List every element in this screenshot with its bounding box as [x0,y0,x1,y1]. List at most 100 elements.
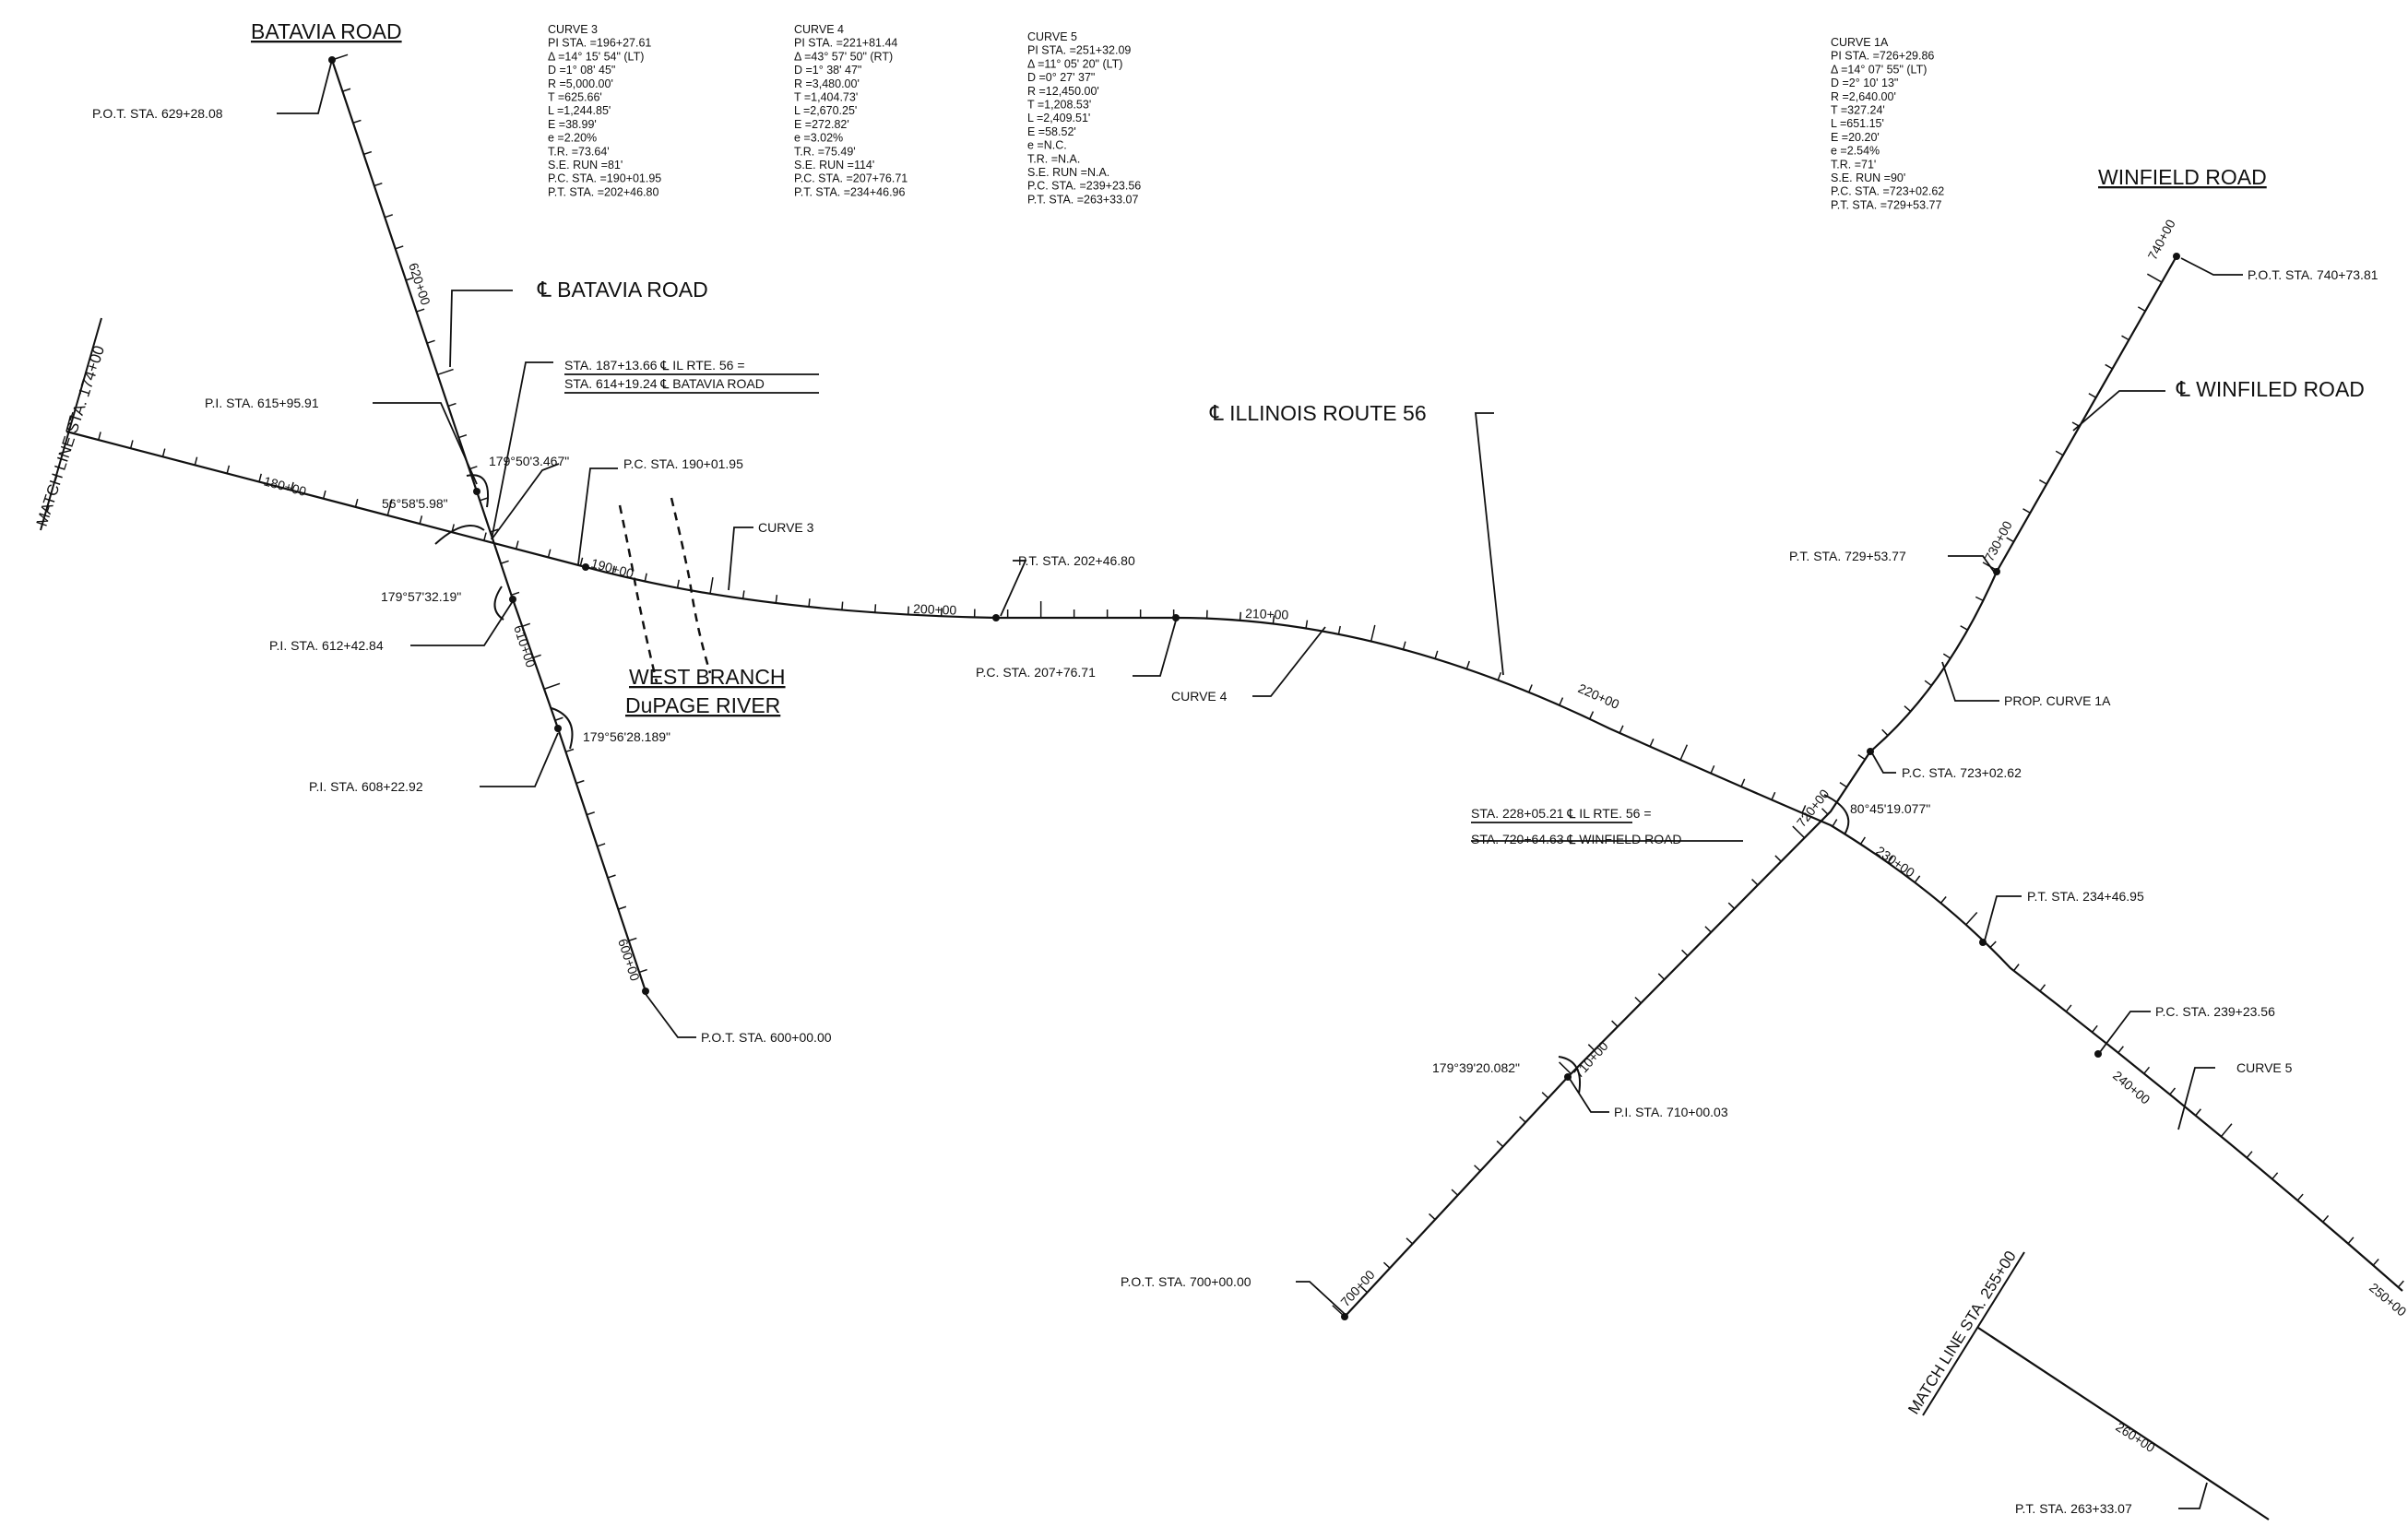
station-200: 200+00 [913,601,957,618]
station-tick [2372,1258,2379,1266]
curve-table-line: Δ =11° 05' 20" (LT) [1027,57,1122,70]
station-tick [98,432,101,441]
curve-table-line: S.E. RUN =81' [548,159,623,172]
pc-207-point [1172,614,1180,621]
callout-pot-700: P.O.T. STA. 700+00.00 [1121,1274,1251,1289]
curve-table-line: P.C. STA. =239+23.56 [1027,180,1141,193]
station-tick [1360,1285,1369,1294]
station-730: 730+00 [1982,518,2015,563]
curve-table-line: T.R. =75.49' [794,145,856,158]
station-tick [1740,778,1746,787]
curve-table-line: e =2.54% [1831,145,1880,158]
curve-table-line: D =1° 38' 47" [794,64,861,77]
station-tick [511,591,520,597]
station-tick [2088,393,2097,398]
station-tick [2296,1193,2304,1201]
station-tick [342,88,351,92]
curve-table-line: P.T. STA. =202+46.80 [548,185,659,198]
station-tick [607,874,616,879]
station-tick [741,590,745,599]
curve-table-line: Δ =14° 15' 54" (LT) [548,50,644,63]
station-tick [1821,808,1829,815]
station-tick [1939,895,1947,904]
curve-table-line: S.E. RUN =N.A. [1027,166,1109,179]
match-line-left-label: MATCH LINE STA. 174+00 [33,344,108,529]
curve-table-line: E =20.20' [1831,131,1880,144]
curve-table-line: E =38.99' [548,118,597,131]
station-tick [386,499,393,516]
pt-729-point [1993,568,2000,575]
station-tick [480,497,489,502]
callout-curve-4: CURVE 4 [1171,689,1228,704]
station-tick [1559,697,1564,706]
station-tick [1337,625,1341,634]
station-ticks [65,53,2404,1318]
station-tick [2146,273,2163,283]
station-tick [1519,1116,1526,1123]
station-tick [447,402,457,408]
station-tick [437,368,454,376]
station-tick [2012,964,2020,972]
station-tick [1832,819,1838,827]
curve-table-line: CURVE 4 [794,23,844,36]
station-tick [775,595,778,604]
station-tick [2039,984,2046,992]
curve-table-line: e =2.20% [548,132,597,145]
station-tick [2322,1214,2330,1223]
curve-table-line: P.C. STA. =207+76.71 [794,172,907,185]
callout-pc-190: P.C. STA. 190+01.95 [623,456,743,471]
curve-table-line: e =3.02% [794,132,843,145]
station-tick [1989,941,1997,949]
station-tick [2022,508,2031,514]
river-lines [618,497,712,683]
station-tick [2038,479,2047,485]
river-name-line1: WEST BRANCH [629,665,786,689]
station-tick [2195,1108,2201,1117]
callout-curve-3: CURVE 3 [758,520,814,535]
station-tick [841,601,844,610]
station-tick [515,540,519,550]
curve-table-line: P.T. STA. =729+53.77 [1831,198,1942,211]
station-tick [2055,450,2064,456]
curve-table-line: P.T. STA. =234+46.96 [794,185,906,198]
station-tick [2169,1087,2177,1095]
curve-table-line: S.E. RUN =114' [794,159,874,172]
station-260: 260+00 [2113,1419,2157,1455]
callout-pot-600: P.O.T. STA. 600+00.00 [701,1030,832,1045]
station-220: 220+00 [1576,680,1622,712]
callout-pc-723: P.C. STA. 723+02.62 [1902,765,2022,780]
station-tick [258,473,262,482]
station-tick [1887,855,1893,864]
station-tick [354,498,359,508]
callout-prop-curve-1a: PROP. CURVE 1A [2004,693,2111,708]
station-tick [161,448,166,457]
station-tick [426,339,435,344]
station-tick [1710,765,1715,774]
station-tick [1451,1189,1459,1196]
route-56-centerline [65,430,2403,1292]
station-tick [1559,1061,1572,1075]
curve-table-line: CURVE 1A [1831,36,1889,49]
station-tick [395,245,404,250]
station-tick [1681,949,1689,957]
curve-table-line: L =2,409.51' [1027,112,1090,124]
station-tick [2137,306,2146,313]
angle-label-a2: 56°58'5.98" [382,496,448,511]
station-180: 180+00 [262,473,308,499]
match-line-right-label: MATCH LINE STA. 255+00 [1904,1248,2020,1417]
callout-pi-710: P.I. STA. 710+00.03 [1614,1105,1728,1119]
callout-pi-612: P.I. STA. 612+42.84 [269,638,384,653]
station-tick [1859,836,1866,845]
curve-table-line: L =1,244.85' [548,104,611,117]
callout-pi-608: P.I. STA. 608+22.92 [309,779,423,794]
curve-table-line: T.R. =73.64' [548,145,610,158]
station-tick [522,622,530,628]
station-tick [490,528,499,533]
station-710: 710+00 [1571,1038,1611,1081]
station-tick [322,490,326,499]
station-tick [291,481,294,491]
station-tick [1914,875,1921,883]
station-tick [618,905,627,910]
curve-table-line: P.T. STA. =263+33.07 [1027,193,1139,206]
